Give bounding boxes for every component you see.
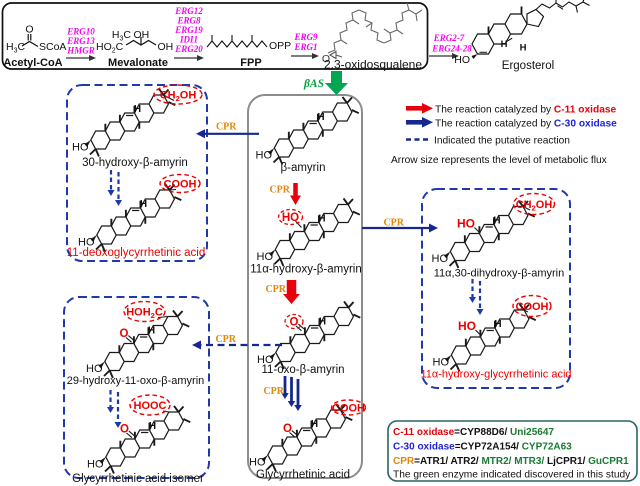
svg-text:O: O [283, 423, 292, 435]
svg-text:ERG8: ERG8 [176, 16, 201, 26]
svg-text:C-30 oxidase=CYP72A154/ CYP72A: C-30 oxidase=CYP72A154/ CYP72A63 [393, 442, 572, 453]
svg-text:ERG2-7: ERG2-7 [433, 33, 465, 43]
svg-text:FPP: FPP [240, 57, 261, 69]
svg-text:HO2C: HO2C [96, 41, 124, 55]
svg-text:Mevalonate: Mevalonate [108, 57, 168, 69]
svg-text:Ergosterol: Ergosterol [502, 60, 554, 72]
svg-text:SCoA: SCoA [39, 41, 66, 53]
svg-text:HMGR: HMGR [66, 46, 95, 56]
svg-text:O: O [120, 328, 129, 340]
svg-text:HO: HO [282, 212, 299, 224]
svg-text:ERG20: ERG20 [174, 44, 203, 54]
svg-text:11α,30-dihydroxy-β-amyrin: 11α,30-dihydroxy-β-amyrin [434, 268, 564, 280]
svg-text:HO: HO [458, 319, 476, 333]
svg-text:IDI1: IDI1 [179, 35, 198, 45]
svg-text:H: H [501, 39, 508, 50]
svg-text:ERG13: ERG13 [66, 36, 95, 46]
svg-text:βAS: βAS [303, 78, 324, 90]
svg-text:11α-hydroxy-glycyrrhetinic aci: 11α-hydroxy-glycyrrhetinic acid [420, 369, 571, 381]
svg-text:ERG1: ERG1 [293, 42, 317, 52]
svg-text:OH: OH [158, 41, 174, 53]
svg-text:30-hydroxy-β-amyrin: 30-hydroxy-β-amyrin [82, 157, 188, 169]
svg-text:HO: HO [454, 54, 470, 66]
svg-text:O: O [25, 24, 33, 36]
svg-text:Acetyl-CoA: Acetyl-CoA [3, 57, 62, 69]
svg-text:HO: HO [457, 217, 475, 231]
svg-text:ERG9: ERG9 [293, 32, 318, 42]
svg-text:H: H [520, 43, 527, 54]
svg-text:O: O [120, 424, 129, 436]
svg-text:β-amyrin: β-amyrin [281, 162, 326, 174]
svg-text:OH: OH [134, 29, 150, 41]
svg-text:2,3-oxidosqualene: 2,3-oxidosqualene [324, 58, 422, 72]
svg-text:The green enzyme indicated dis: The green enzyme indicated discovered in… [393, 470, 631, 481]
svg-text:H3C: H3C [112, 29, 132, 43]
svg-text:ERG10: ERG10 [66, 27, 95, 37]
svg-text:CPR: CPR [265, 284, 286, 295]
svg-text:Arrow size represents the leve: Arrow size represents the level of metab… [391, 155, 607, 166]
svg-text:11-deoxoglycyrrhetinic acid: 11-deoxoglycyrrhetinic acid [67, 247, 206, 259]
svg-text:ERG24-28: ERG24-28 [431, 44, 472, 54]
svg-text:COOH: COOH [516, 301, 549, 313]
svg-text:CH2OH: CH2OH [516, 199, 553, 213]
svg-text:H3C: H3C [6, 41, 26, 55]
svg-text:CPR: CPR [216, 122, 237, 133]
svg-text:CPR=ATR1/ ATR2/ MTR2/ MTR3/ Lj: CPR=ATR1/ ATR2/ MTR2/ MTR3/ LjCPR1/ GuCP… [393, 456, 629, 467]
svg-text:CH2OH: CH2OH [160, 89, 197, 103]
svg-text:Indicated the putative reactio: Indicated the putative reaction [434, 136, 570, 147]
svg-text:HOH2C: HOH2C [126, 306, 163, 320]
svg-text:CPR: CPR [215, 334, 236, 345]
svg-text:CPR: CPR [263, 386, 284, 397]
svg-text:HOOC: HOOC [134, 400, 167, 412]
svg-text:OPP: OPP [269, 40, 291, 52]
svg-text:The reaction catalyzed by C-11: The reaction catalyzed by C-11 oxidase [435, 105, 617, 116]
svg-text:The reaction catalyzed by C-30: The reaction catalyzed by C-30 oxidase [435, 119, 617, 130]
svg-text:COOH: COOH [332, 402, 365, 414]
svg-text:ERG19: ERG19 [174, 25, 203, 35]
svg-text:O: O [290, 317, 299, 329]
svg-text:COOH: COOH [164, 178, 197, 190]
svg-text:CPR: CPR [383, 218, 404, 229]
svg-text:Glycyrrhetinic acid: Glycyrrhetinic acid [256, 469, 350, 481]
svg-text:C-11 oxidase=CYP88D6/ Uni25647: C-11 oxidase=CYP88D6/ Uni25647 [393, 427, 554, 438]
svg-text:ERG12: ERG12 [174, 6, 203, 16]
svg-text:11α-hydroxy-β-amyrin: 11α-hydroxy-β-amyrin [250, 264, 361, 276]
svg-text:29-hydroxy-11-oxo-β-amyrin: 29-hydroxy-11-oxo-β-amyrin [67, 375, 205, 387]
svg-text:O: O [322, 53, 330, 65]
svg-text:Glycyrrhetinic acid isomer: Glycyrrhetinic acid isomer [72, 473, 204, 485]
svg-text:CPR: CPR [269, 185, 290, 196]
svg-text:11-oxo-β-amyrin: 11-oxo-β-amyrin [261, 364, 344, 376]
